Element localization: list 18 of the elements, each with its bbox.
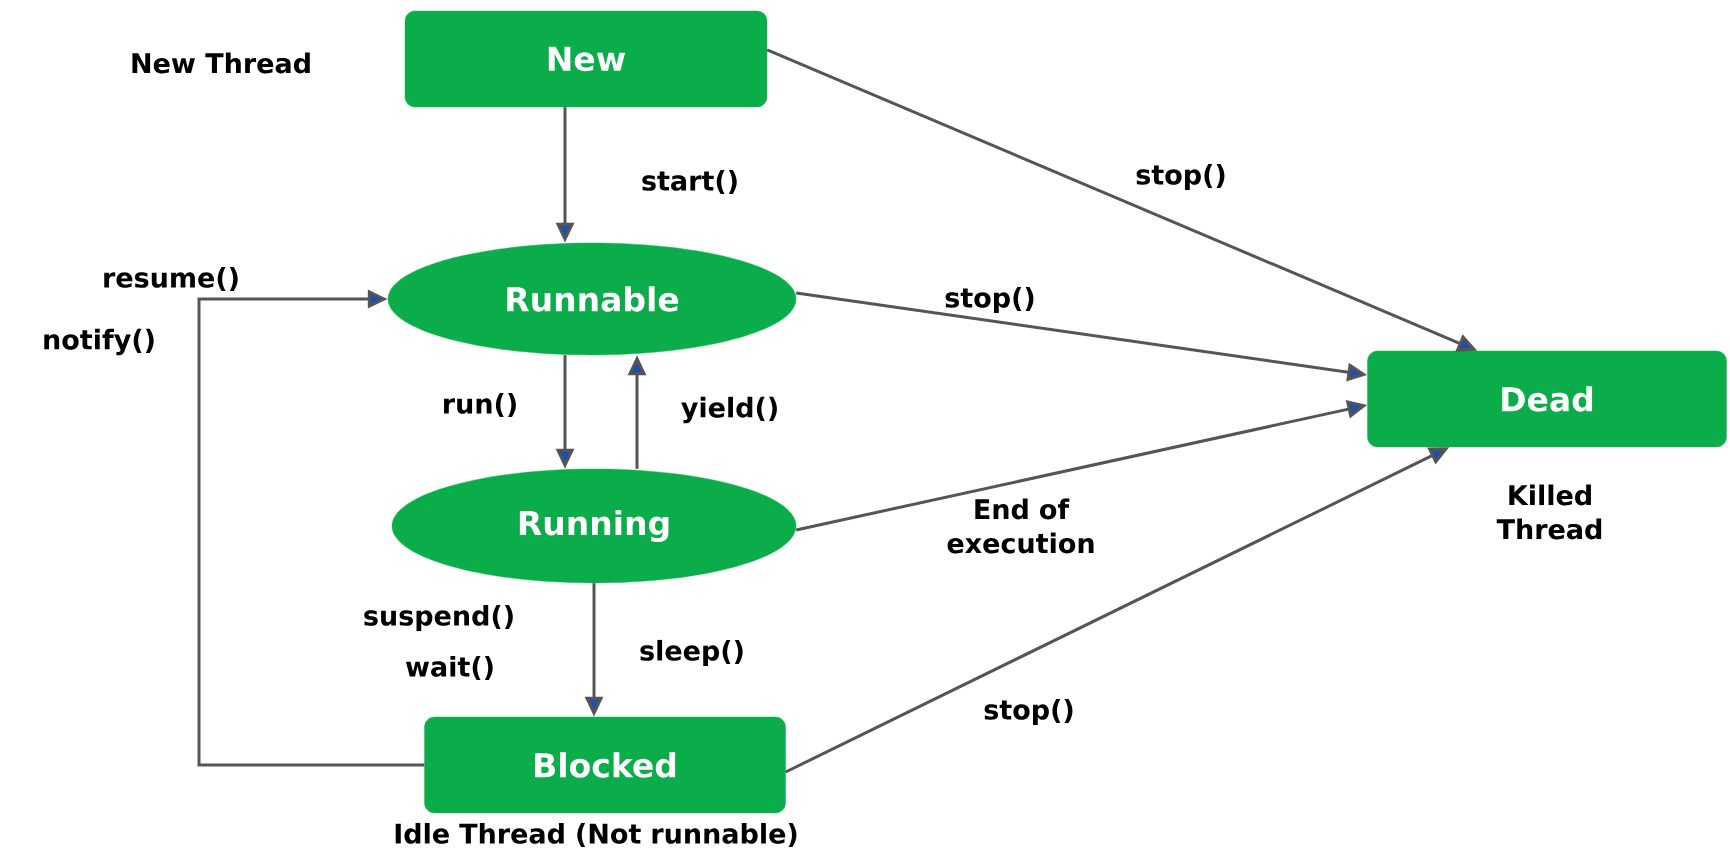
edge-label: stop() — [984, 698, 1073, 726]
edge-label: sleep() — [640, 639, 743, 667]
state-box: New — [404, 10, 768, 108]
state-caption: Killed Thread — [1496, 484, 1602, 540]
edge-label: End of execution — [947, 498, 1094, 554]
arrow — [197, 289, 425, 767]
method-label: notify() — [44, 328, 154, 356]
method-label: wait() — [405, 655, 493, 680]
state-box: Blocked — [424, 716, 786, 814]
edge-label: start() — [642, 169, 737, 194]
state-caption: Idle Thread (Not runnable) — [395, 822, 797, 847]
edge-label: yield() — [681, 396, 777, 424]
method-label: resume() — [104, 266, 238, 291]
edge-label: run() — [444, 392, 516, 417]
state-box: Dead — [1367, 350, 1727, 448]
method-label: New Thread — [132, 52, 310, 74]
edge-label: stop() — [945, 286, 1034, 314]
edge-label: stop() — [1136, 163, 1225, 191]
